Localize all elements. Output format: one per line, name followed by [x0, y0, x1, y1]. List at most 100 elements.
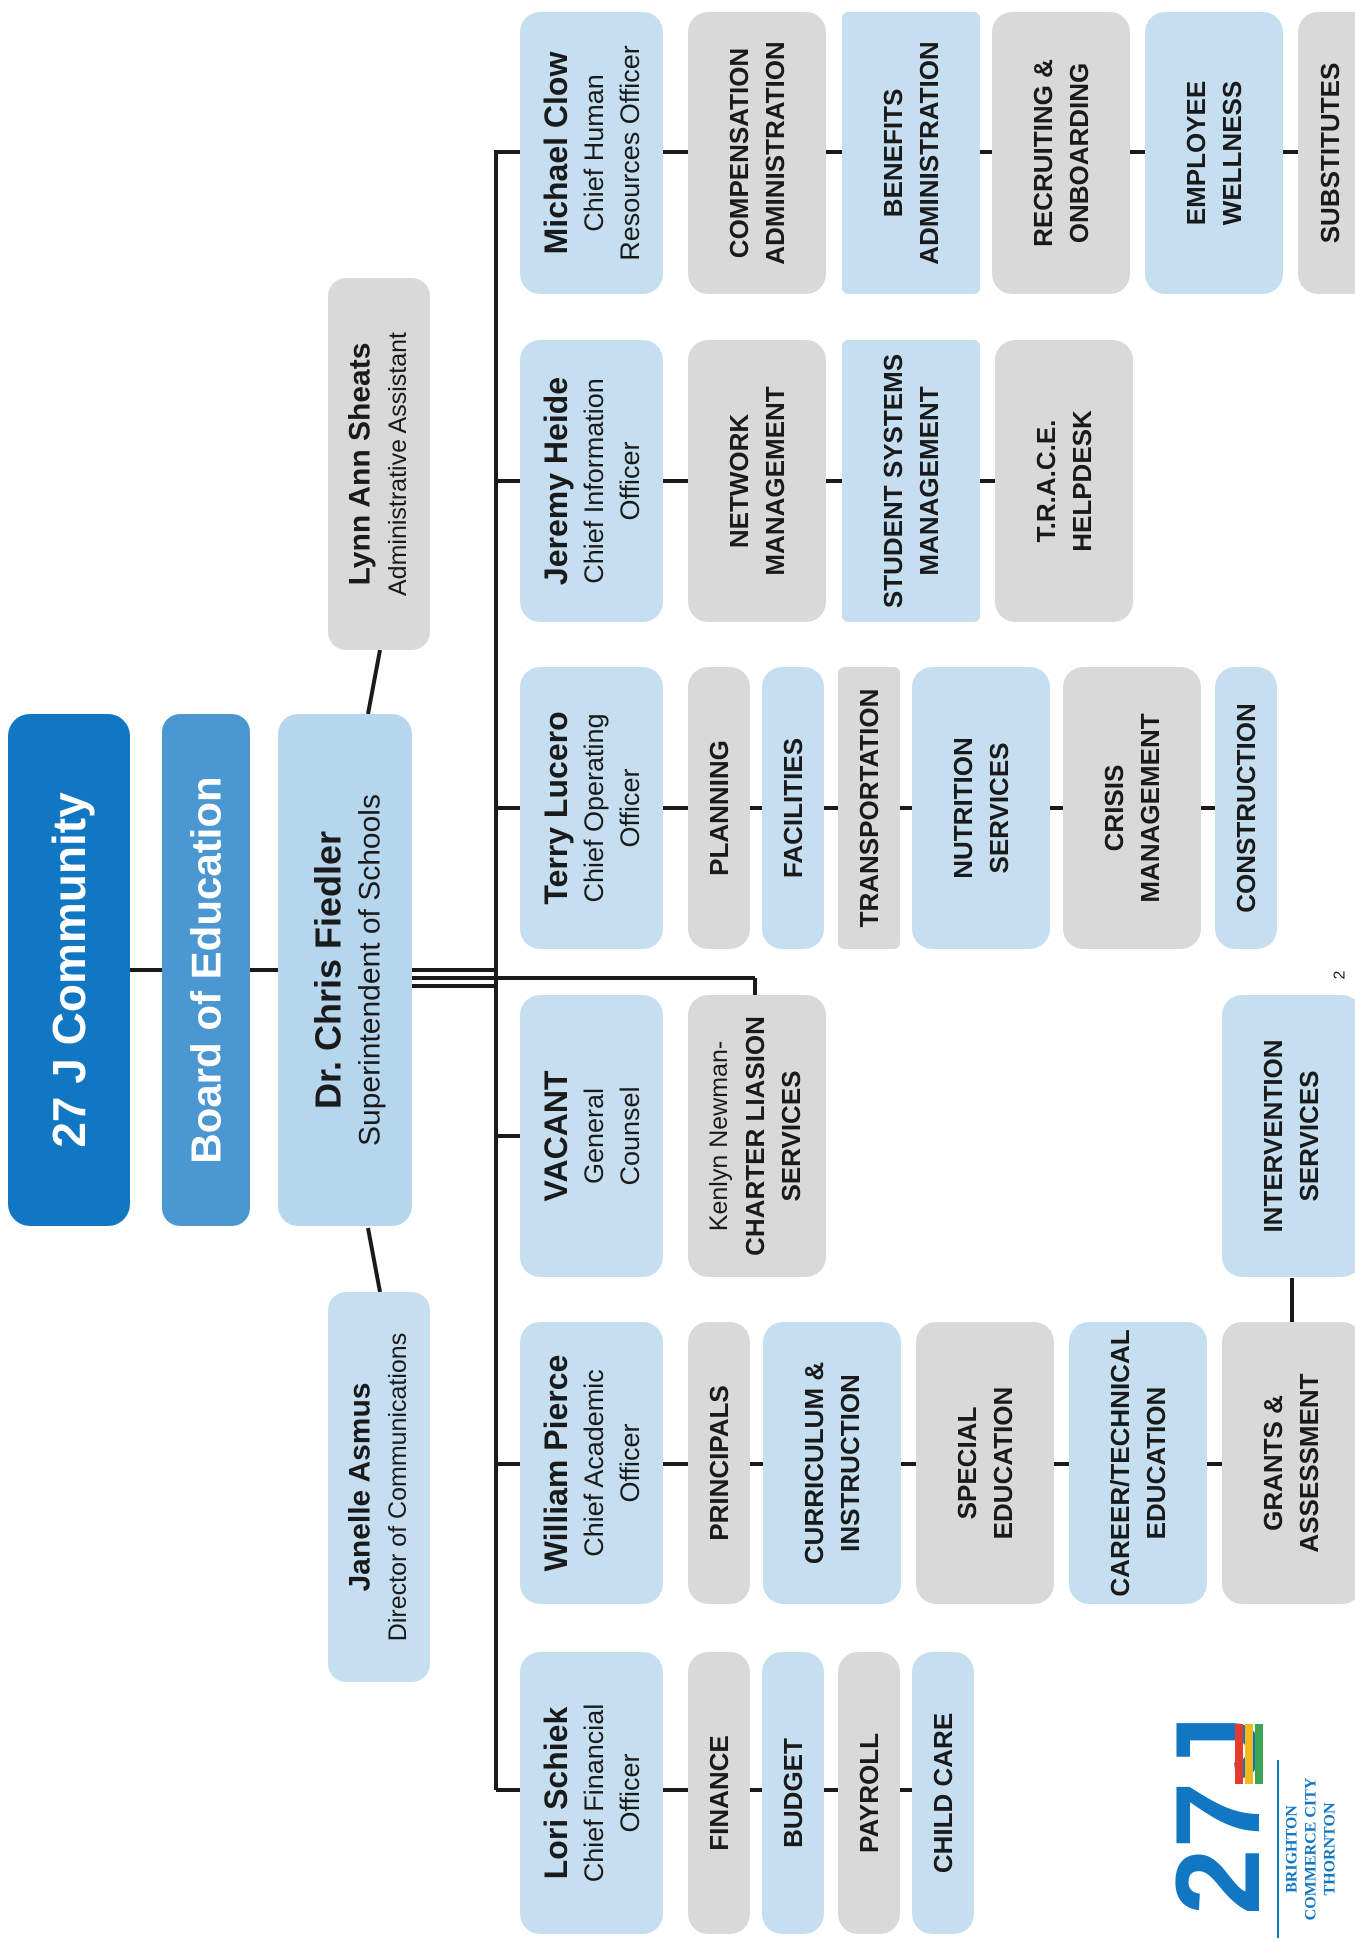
dept-label: ASSESSMENT [1294, 1373, 1324, 1552]
dept-label: CHARTER LIASION [740, 1016, 770, 1256]
dept-label: SPECIAL [952, 1407, 982, 1520]
board-box: Board of Education [162, 714, 250, 1226]
officer-hr-name: Michael Clow [538, 52, 574, 255]
dept-label: CONSTRUCTION [1231, 703, 1261, 912]
dept-label: PLANNING [704, 740, 734, 876]
officer-hr: Michael Clow Chief Human Resources Offic… [520, 12, 663, 294]
officer-academic-title1: Chief Academic [579, 1369, 609, 1557]
dept-label: FACILITIES [778, 738, 808, 878]
dept-label: NUTRITION [948, 737, 978, 879]
community-box: 27 J Community [8, 714, 130, 1226]
district-logo: 27J BRIGHTON COMMERCE CITY THORNTON [1151, 1715, 1339, 1938]
dept-label: CAREER/TECHNICAL [1105, 1329, 1135, 1596]
dept-label: FINANCE [704, 1735, 734, 1851]
officer-finance: Lori Schiek Chief Financial Officer [520, 1652, 663, 1934]
dept-label: CRISIS [1099, 765, 1129, 852]
logo-mark: 27J [1151, 1715, 1285, 1915]
dept-career-technical-education: CAREER/TECHNICAL EDUCATION [1069, 1322, 1207, 1604]
officer-hr-title1: Chief Human [579, 74, 609, 232]
dept-label: SUBSTITUTES [1315, 63, 1345, 244]
officer-ops: Terry Lucero Chief Operating Officer [520, 667, 663, 949]
superintendent-box: Dr. Chris Fiedler Superintendent of Scho… [278, 714, 412, 1226]
dept-label: SERVICES [984, 742, 1014, 873]
dept-label: RECRUITING & [1028, 59, 1058, 247]
dept-label: ONBOARDING [1064, 63, 1094, 244]
dept-nutrition-services: NUTRITION SERVICES [912, 667, 1050, 949]
dept-child-care: CHILD CARE [912, 1652, 974, 1934]
communications-title: Director of Communications [384, 1333, 412, 1641]
dept-label: TRANSPORTATION [854, 689, 884, 928]
officer-counsel-name: VACANT [538, 1070, 574, 1201]
dept-label: GRANTS & [1258, 1395, 1288, 1531]
charter-contact-name: Kenlyn Newman- [705, 1041, 733, 1231]
dept-budget: BUDGET [762, 1652, 824, 1934]
dept-label: EMPLOYEE [1181, 81, 1211, 225]
community-label: 27 J Community [43, 792, 95, 1148]
dept-facilities: FACILITIES [762, 667, 824, 949]
officer-finance-title2: Officer [615, 1753, 645, 1832]
dept-label: MANAGEMENT [760, 386, 790, 575]
dept-label: T.R.A.C.E. [1031, 420, 1061, 543]
assistant-box: Lynn Ann Sheats Administrative Assistant [328, 278, 430, 650]
logo-stripes [1235, 1724, 1263, 1784]
dept-label: EDUCATION [1141, 1387, 1171, 1540]
officer-it-title2: Officer [615, 441, 645, 520]
dept-label: EDUCATION [988, 1387, 1018, 1540]
dept-construction: CONSTRUCTION [1215, 667, 1277, 949]
dept-payroll: PAYROLL [838, 1652, 900, 1934]
page-number: 2 [1332, 970, 1349, 979]
officer-it-title1: Chief Information [579, 378, 609, 584]
assistant-name: Lynn Ann Sheats [344, 343, 377, 586]
dept-label: NETWORK [724, 414, 754, 549]
dept-label: CHILD CARE [928, 1713, 958, 1873]
dept-finance: FINANCE [688, 1652, 750, 1934]
dept-curriculum-instruction: CURRICULUM & INSTRUCTION [763, 1322, 901, 1604]
dept-trace-helpdesk: T.R.A.C.E. HELPDESK [995, 340, 1133, 622]
board-label: Board of Education [183, 776, 230, 1163]
communications-box: Janelle Asmus Director of Communications [328, 1292, 430, 1682]
officer-academic: William Pierce Chief Academic Officer [520, 1322, 663, 1604]
assistant-title: Administrative Assistant [384, 332, 412, 596]
dept-label: STUDENT SYSTEMS [878, 354, 908, 608]
dept-intervention-services: INTERVENTION SERVICES [1222, 995, 1355, 1277]
superintendent-name: Dr. Chris Fiedler [308, 831, 349, 1109]
logo-line-commerce-city: COMMERCE CITY [1303, 1777, 1320, 1920]
dept-planning: PLANNING [688, 667, 750, 949]
dept-label: WELLNESS [1217, 81, 1247, 225]
officer-ops-title2: Officer [615, 768, 645, 847]
dept-label: PAYROLL [854, 1733, 884, 1853]
dept-transportation: TRANSPORTATION [838, 667, 900, 949]
officer-it: Jeremy Heide Chief Information Officer [520, 340, 663, 622]
dept-label: COMPENSATION [724, 48, 754, 258]
dept-benefits-administration: BENEFITS ADMINISTRATION [842, 12, 980, 294]
dept-label: BENEFITS [878, 89, 908, 218]
superintendent-title: Superintendent of Schools [354, 794, 387, 1146]
dept-crisis-management: CRISIS MANAGEMENT [1063, 667, 1201, 949]
dept-label: CURRICULUM & [799, 1362, 829, 1564]
officer-finance-title1: Chief Financial [579, 1704, 609, 1883]
dept-special-education: SPECIAL EDUCATION [916, 1322, 1054, 1604]
officer-ops-name: Terry Lucero [538, 711, 574, 904]
dept-label: MANAGEMENT [914, 386, 944, 575]
dept-label: SERVICES [1294, 1070, 1324, 1201]
logo-line-thornton: THORNTON [1322, 1802, 1339, 1896]
dept-substitutes: SUBSTITUTES [1298, 12, 1355, 294]
dept-compensation-administration: COMPENSATION ADMINISTRATION [688, 12, 826, 294]
officer-academic-title2: Officer [615, 1423, 645, 1502]
dept-label: INSTRUCTION [835, 1374, 865, 1552]
communications-name: Janelle Asmus [344, 1383, 377, 1592]
dept-charter-liaison-services: Kenlyn Newman- CHARTER LIASION SERVICES [688, 995, 826, 1277]
officer-counsel-title1: General [579, 1088, 609, 1184]
dept-label: MANAGEMENT [1135, 713, 1165, 902]
dept-label: SERVICES [776, 1070, 806, 1201]
dept-label: ADMINISTRATION [760, 41, 790, 264]
dept-principals: PRINCIPALS [688, 1322, 750, 1604]
officer-finance-name: Lori Schiek [538, 1707, 574, 1880]
dept-label: BUDGET [778, 1738, 808, 1848]
dept-recruiting-onboarding: RECRUITING & ONBOARDING [992, 12, 1130, 294]
officer-ops-title1: Chief Operating [579, 713, 609, 902]
dept-label: ADMINISTRATION [914, 41, 944, 264]
dept-label: HELPDESK [1067, 410, 1097, 552]
officer-academic-name: William Pierce [538, 1355, 574, 1572]
